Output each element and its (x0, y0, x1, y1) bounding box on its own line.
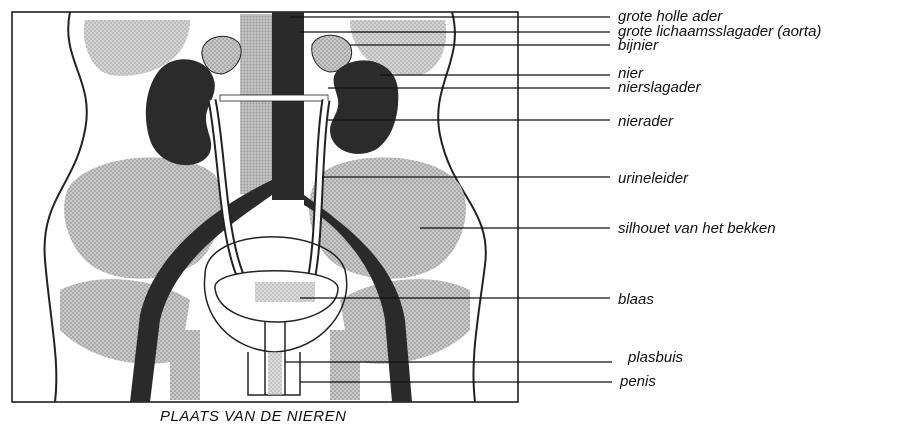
renal-vessels (220, 95, 328, 101)
label-bladder: blaas (618, 291, 654, 308)
penis-shading (268, 352, 282, 395)
label-penis: penis (619, 373, 656, 390)
thigh-right (330, 330, 360, 400)
aorta-trunk (272, 12, 304, 200)
illustration (12, 12, 518, 402)
pelvis-left-wing (64, 157, 222, 278)
kidney-left (146, 59, 215, 165)
labels: grote holle ader grote lichaamsslagader … (618, 8, 821, 390)
label-ureter: urineleider (618, 170, 689, 187)
bladder-shading (255, 282, 315, 302)
label-adrenal: bijnier (618, 37, 659, 54)
thigh-left (170, 330, 200, 400)
label-pelvis: silhouet van het bekken (618, 220, 776, 237)
diagram-caption: PLAATS VAN DE NIEREN (160, 408, 346, 425)
label-renal-artery: nierslagader (618, 79, 702, 96)
label-renal-vein: nierader (618, 113, 674, 130)
label-urethra: plasbuis (627, 349, 684, 366)
